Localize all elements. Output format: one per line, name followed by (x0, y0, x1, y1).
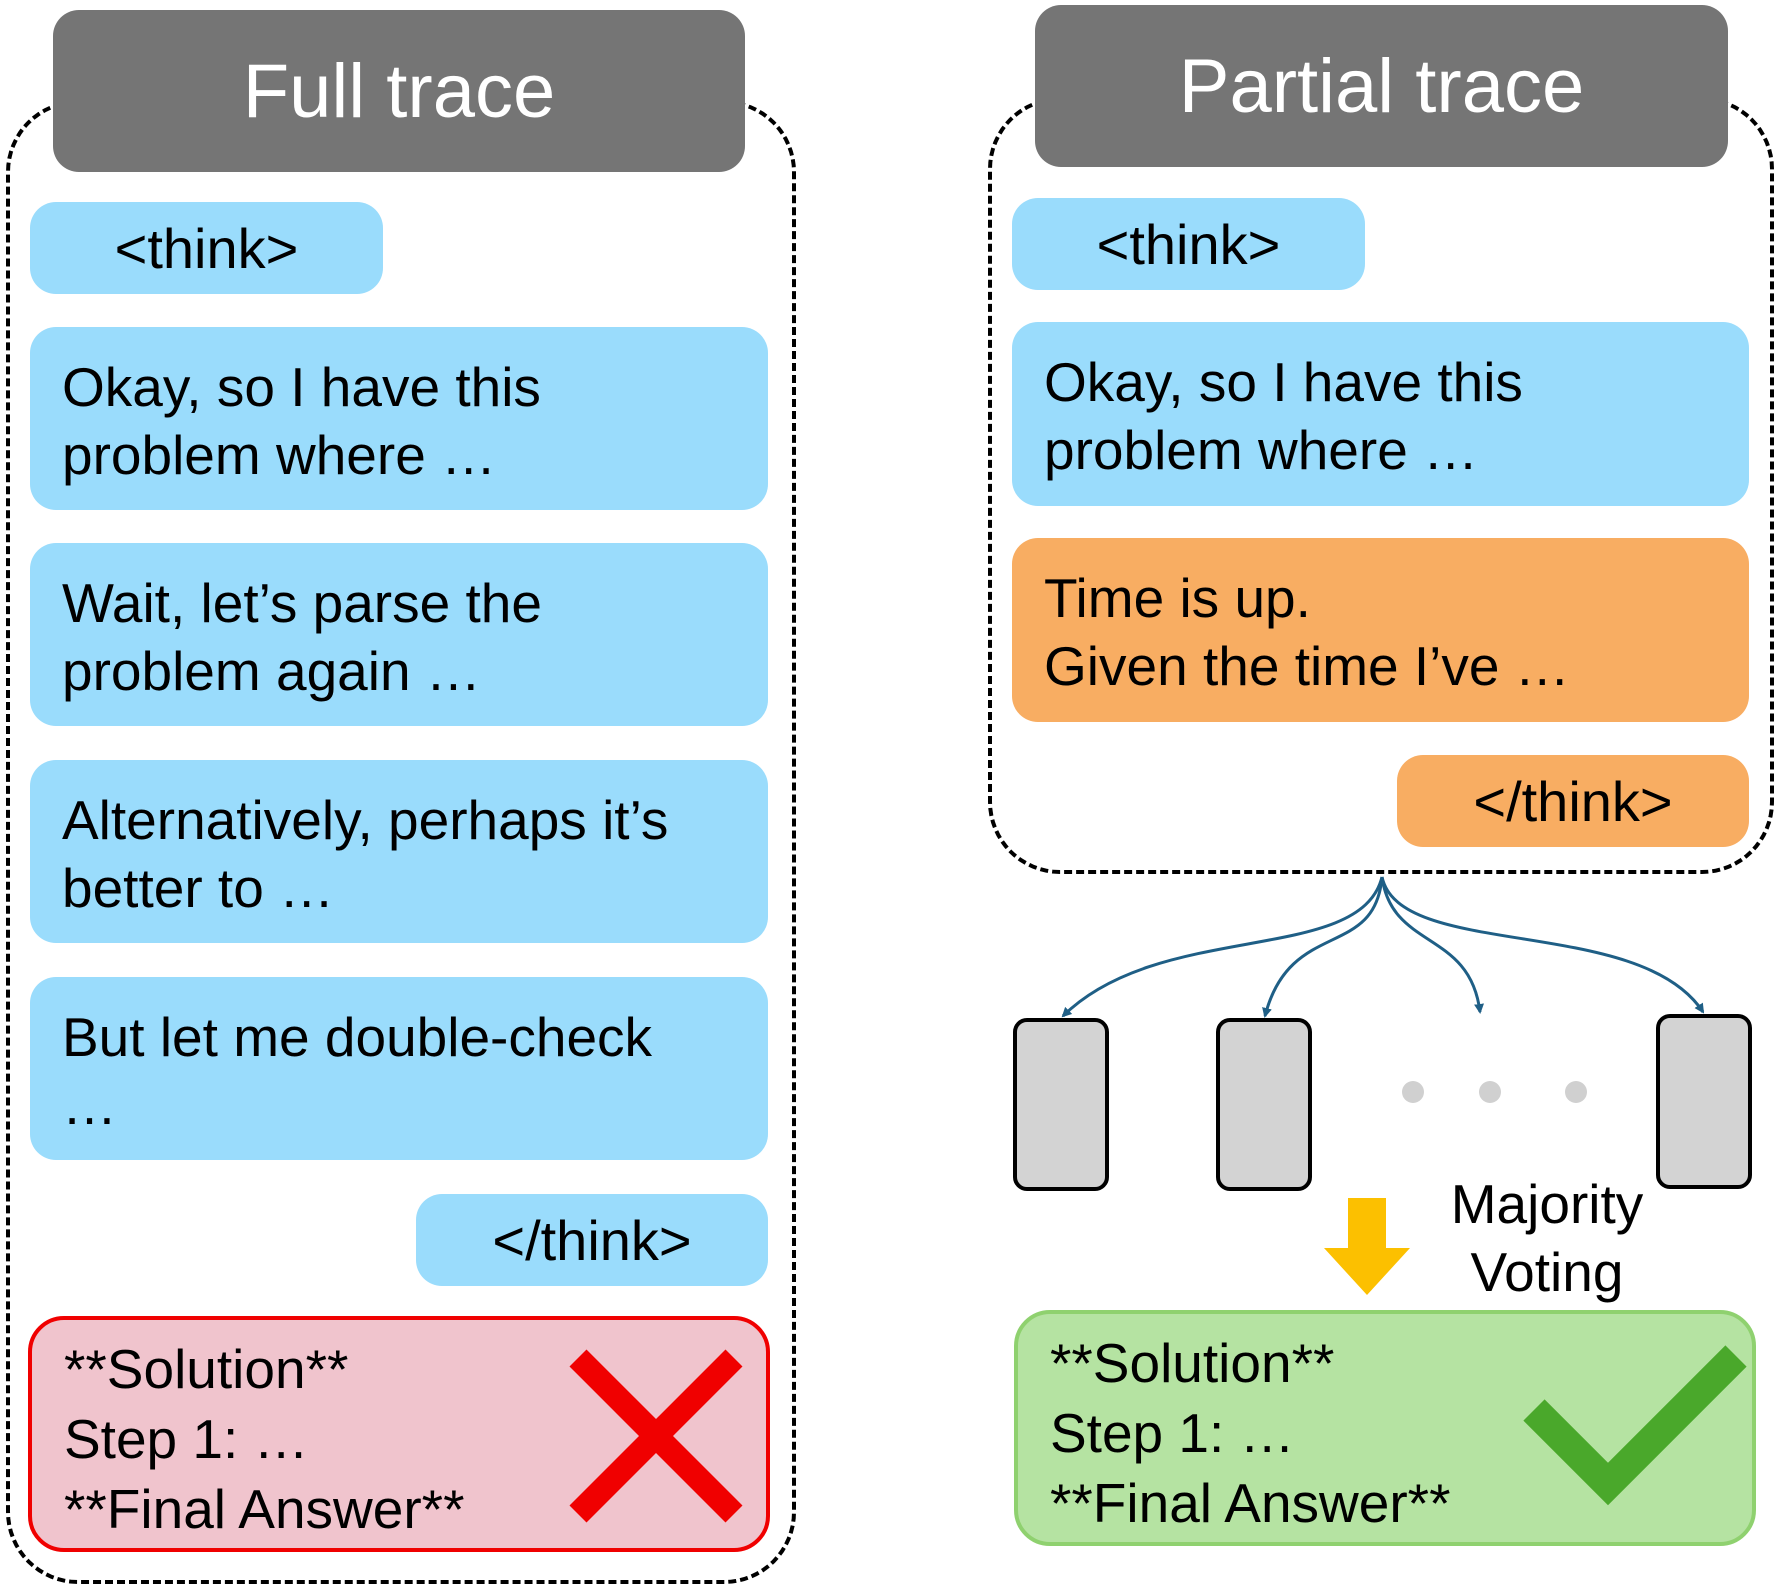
think-close-tag: </think> (1397, 755, 1749, 847)
model-sample (1656, 1014, 1752, 1189)
branch-arrow (1380, 876, 1705, 1014)
branch-arrow (1061, 876, 1384, 1018)
wrong-solution-box: **Solution** Step 1: … **Final Answer** (28, 1316, 770, 1552)
majority-label: Majority (1450, 1173, 1644, 1235)
ellipsis-dot (1565, 1081, 1587, 1103)
think-close-tag: </think> (416, 1194, 768, 1286)
trace-step-1: Okay, so I have this problem where … (30, 327, 768, 510)
branch-arrow (1262, 876, 1384, 1018)
trace-step-1: Okay, so I have this problem where … (1012, 322, 1749, 506)
trace-step-3: Alternatively, perhaps it’s better to … (30, 760, 768, 943)
voting-label: Voting (1470, 1241, 1624, 1303)
solution-heading: **Solution** (64, 1338, 349, 1400)
trace-step-4: But let me double-check … (30, 977, 768, 1160)
full-trace-title: Full trace (53, 10, 745, 172)
final-answer-heading: **Final Answer** (1050, 1472, 1451, 1534)
majority-voting-label: Majority Voting (1432, 1170, 1662, 1306)
time-up-interrupt: Time is up. Given the time I’ve … (1012, 538, 1749, 722)
ellipsis-dot (1479, 1081, 1501, 1103)
vote-arrow (1324, 1198, 1410, 1295)
trace-step-2: Wait, let’s parse the problem again … (30, 543, 768, 726)
partial-trace-title: Partial trace (1035, 5, 1728, 167)
correct-solution-box: **Solution** Step 1: … **Final Answer** (1014, 1310, 1756, 1546)
check-mark-icon (1523, 1345, 1747, 1506)
solution-heading: **Solution** (1050, 1332, 1335, 1394)
model-sample (1013, 1018, 1109, 1191)
solution-step: Step 1: … (64, 1408, 309, 1470)
think-open-tag: <think> (30, 202, 383, 294)
cross-mark-icon (569, 1349, 743, 1523)
branch-arrow (1380, 876, 1484, 1014)
solution-step: Step 1: … (1050, 1402, 1295, 1464)
final-answer-heading: **Final Answer** (64, 1478, 465, 1540)
model-sample (1216, 1018, 1312, 1191)
ellipsis-dot (1402, 1081, 1424, 1103)
think-open-tag: <think> (1012, 198, 1365, 290)
